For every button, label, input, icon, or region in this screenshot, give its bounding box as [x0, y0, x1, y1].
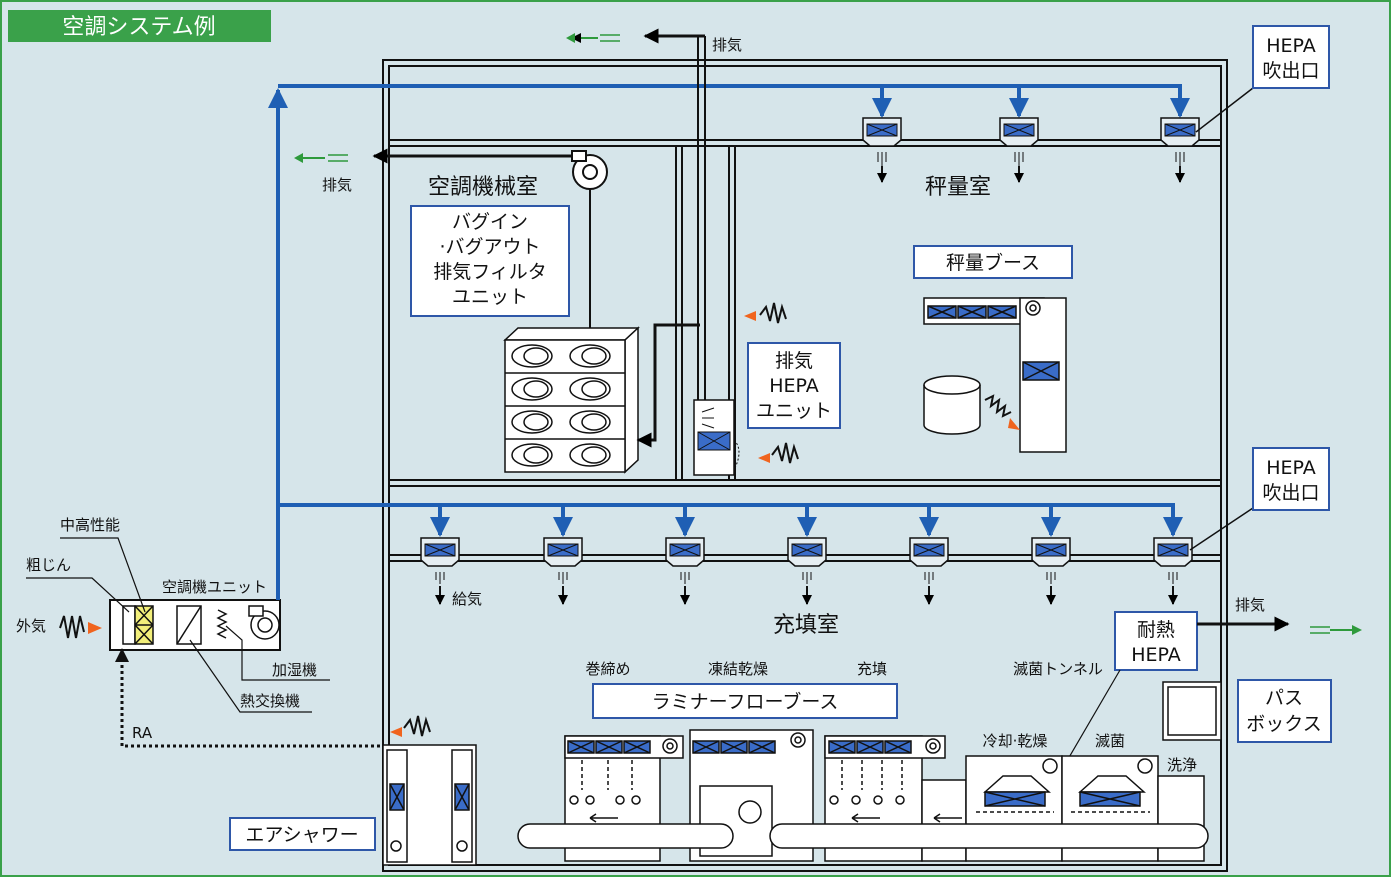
label-freeze-dry: 凍結乾燥 — [708, 660, 768, 678]
ra-arrowhead — [115, 648, 129, 662]
airflow-squiggle — [390, 715, 431, 737]
callout-line — [1189, 507, 1254, 551]
label-outside-air: 外気 — [16, 617, 46, 635]
hepa-downflow-arrows-filling — [435, 586, 1178, 605]
exhaust-hepa-box — [747, 342, 841, 429]
label-roll-seal: 巻締め — [585, 660, 630, 678]
hepa-outlet-callout-top-line1: HEPA — [1266, 35, 1316, 57]
exhaust-hepa-line3: ユニット — [756, 400, 832, 422]
green-outflow-arrow — [1310, 625, 1362, 635]
label-ahu: 空調機ユニット — [162, 578, 267, 596]
heat-hepa-line1: 耐熱 — [1137, 619, 1175, 641]
hepa-downflow-arrows-top — [877, 166, 1185, 183]
weighing-booth-label: 秤量ブース — [946, 251, 1040, 274]
bagin-line1: バグイン — [452, 211, 528, 233]
leader-line — [189, 639, 312, 713]
exhaust-fan — [571, 150, 608, 190]
supply-air-label: 給気 — [452, 590, 482, 608]
label-cool-dry: 冷却·乾燥 — [983, 732, 1048, 750]
callout-line — [1195, 87, 1254, 133]
filling-line-equipment — [517, 729, 1209, 862]
hepa-outlet-callout-mid-line2: 吹出口 — [1262, 482, 1319, 504]
exhaust-label-right: 排気 — [1235, 596, 1265, 614]
hepa-outlet — [420, 537, 460, 584]
air-shower-unit — [382, 744, 477, 866]
exhaust-riser — [643, 28, 706, 400]
exhaust-hepa-line2: HEPA — [769, 375, 819, 397]
bagin-line2: ·バグアウト — [439, 236, 540, 258]
room-label-filling: 充填室 — [773, 613, 839, 638]
leader-line — [225, 625, 330, 681]
airflow-squiggle — [744, 302, 787, 324]
hepa-outlet-callout-top — [1252, 25, 1330, 89]
exhaust-hepa-line1: 排気 — [775, 350, 813, 372]
bagin-bagout-box — [410, 205, 570, 317]
air-shower-box — [229, 817, 376, 851]
hepa-outlet — [787, 537, 827, 584]
title-tab — [8, 10, 271, 42]
green-outflow-arrow — [294, 153, 348, 163]
diagram-title: 空調システム例 — [62, 15, 215, 40]
ahu-internals — [122, 605, 280, 645]
pass-box-unit — [1162, 681, 1222, 741]
exhaust-return-line — [636, 323, 700, 448]
label-coarse: 粗じん — [26, 556, 71, 574]
laminar-flow-booth-label: ラミナーフローブース — [652, 690, 839, 713]
hepa-outlet-callout-mid — [1252, 447, 1330, 511]
hepa-outlets-filling — [420, 537, 1193, 584]
airflow-squiggle — [984, 394, 1020, 430]
hepa-outlet — [1153, 537, 1193, 584]
label-mid-high: 中高性能 — [60, 516, 120, 534]
building-outline — [382, 59, 1228, 872]
label-wash: 洗浄 — [1167, 756, 1197, 774]
weighing-booth-box — [913, 245, 1073, 279]
hepa-outlet-callout-top-line2: 吹出口 — [1262, 60, 1319, 82]
green-outflow-arrow — [566, 33, 620, 43]
pass-box-box — [1237, 679, 1332, 743]
laminar-flow-booth-box — [592, 683, 898, 719]
hepa-outlet — [665, 537, 705, 584]
heat-hepa-box — [1114, 611, 1198, 671]
exhaust-label-left: 排気 — [322, 176, 352, 194]
label-sterilize: 滅菌 — [1095, 732, 1125, 750]
label-ra: RA — [132, 724, 153, 742]
bagin-line4: ユニット — [452, 286, 528, 308]
label-sterile-tunnel: 滅菌トンネル — [1013, 660, 1103, 678]
airflow-squiggle — [758, 442, 799, 464]
hepa-outlet — [862, 117, 902, 166]
label-filling: 充填 — [857, 660, 887, 678]
hepa-outlet — [543, 537, 583, 584]
room-label-weighing: 秤量室 — [925, 175, 991, 200]
room-label-mechanical: 空調機械室 — [428, 175, 538, 200]
weighing-booth-unit — [923, 297, 1067, 453]
label-heat-exchanger: 熱交換機 — [240, 692, 300, 710]
leader-line — [26, 577, 130, 613]
pass-box-line1: パス — [1265, 687, 1303, 709]
air-shower-label: エアシャワー — [245, 824, 358, 846]
hepa-outlet — [1031, 537, 1071, 584]
hepa-outlet — [999, 117, 1039, 166]
leader-line — [60, 537, 146, 613]
heat-hepa-line2: HEPA — [1131, 644, 1181, 666]
hepa-outlet — [909, 537, 949, 584]
filter-stack — [503, 326, 640, 474]
ra-return-line — [120, 652, 380, 748]
hepa-outlet-callout-mid-line1: HEPA — [1266, 457, 1316, 479]
pass-box-line2: ボックス — [1246, 713, 1321, 735]
airflow-squiggle — [59, 615, 102, 639]
hepa-outlets-top — [862, 117, 1200, 166]
hepa-outlet — [1160, 117, 1200, 166]
exhaust-hepa-unit — [693, 399, 740, 476]
bagin-line3: 排気フィルタ — [433, 261, 547, 283]
supply-duct — [268, 84, 1190, 600]
label-humidifier: 加湿機 — [272, 661, 317, 679]
exhaust-label-top: 排気 — [712, 36, 742, 54]
